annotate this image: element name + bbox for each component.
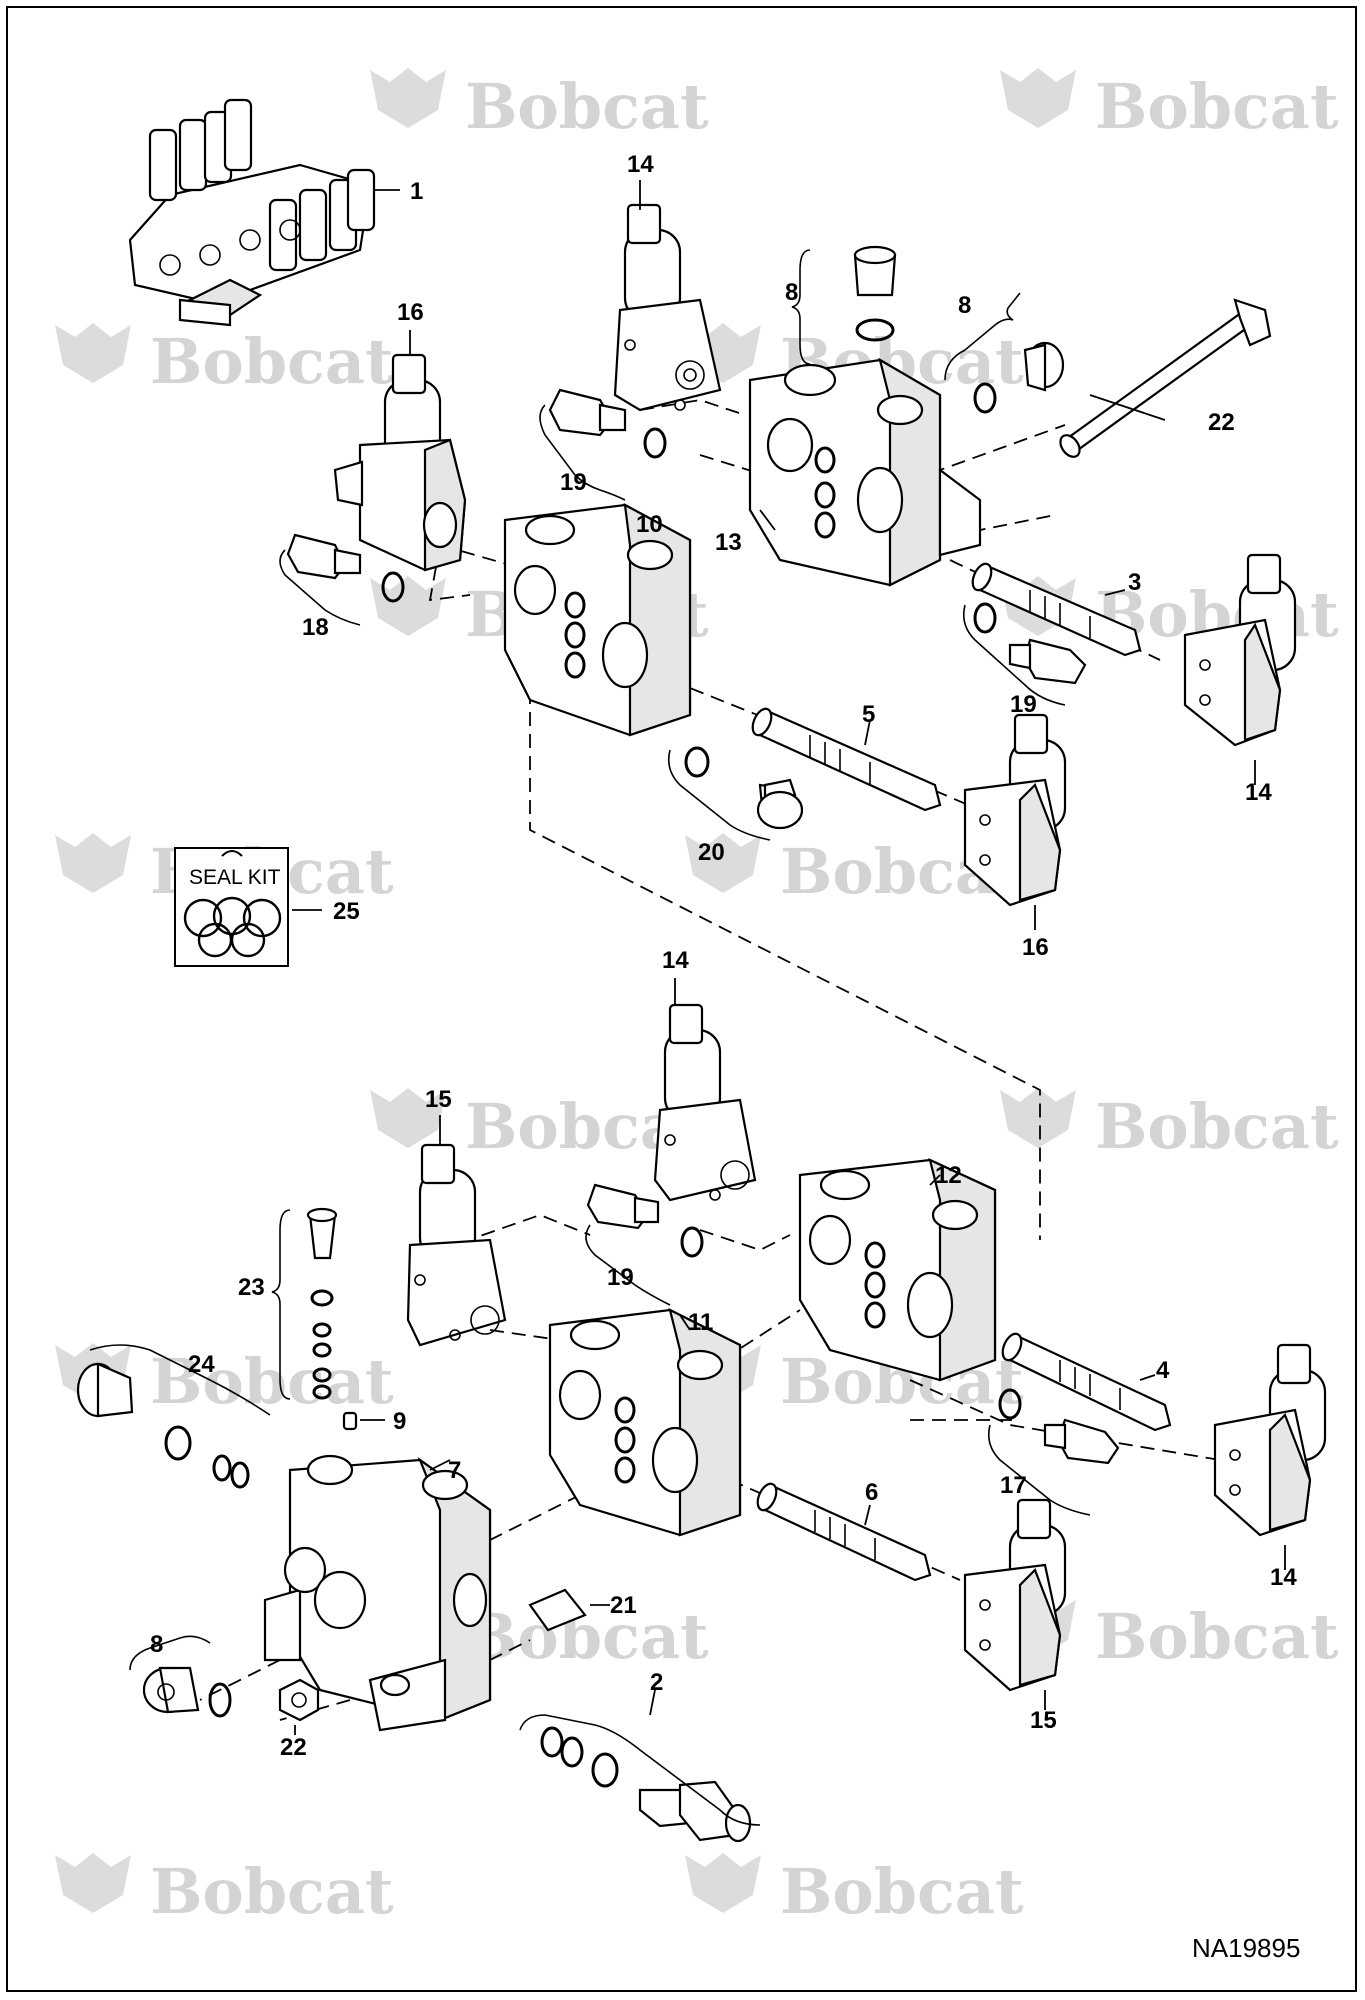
callout-11: 11 [688, 1309, 713, 1336]
callout-9: 9 [393, 1408, 406, 1435]
watermark: Bobcat [150, 1345, 394, 1418]
part-6-spool [756, 1482, 932, 1582]
part-14-solenoid-lower-right [1213, 1343, 1327, 1537]
part-4-spool [1001, 1332, 1172, 1432]
callout-15: 15 [1030, 1707, 1057, 1734]
watermark: Bobcat [150, 325, 394, 398]
callout-15: 15 [425, 1086, 452, 1113]
callout-6: 6 [865, 1479, 878, 1506]
callout-21: 21 [610, 1592, 637, 1619]
part-22-tie-bolt [1059, 298, 1272, 458]
diagram-code: NA19895 [1192, 1933, 1300, 1963]
callout-16: 16 [397, 299, 424, 326]
callout-5: 5 [862, 701, 875, 728]
callout-22: 22 [1208, 409, 1235, 436]
part-23-plug-stack [306, 1207, 338, 1400]
part-14-solenoid-lower [653, 1003, 757, 1202]
callout-1: 1 [410, 178, 423, 205]
part-19-relief-mid [973, 602, 1087, 685]
part-24-plug [76, 1362, 250, 1489]
part-11-valve-section [548, 1307, 742, 1537]
callout-19: 19 [607, 1264, 634, 1291]
part-19-relief-lower [586, 1183, 704, 1258]
callout-22: 22 [280, 1734, 307, 1761]
seal-kit-label: SEAL KIT [189, 866, 281, 889]
leader-lines [294, 180, 1286, 1735]
seal-kit-box: SEAL KIT 25 [174, 847, 360, 967]
part-21-cover-plate [528, 1588, 587, 1632]
part-16-solenoid-left [333, 353, 467, 572]
watermark: Bobcat [465, 70, 709, 143]
part-16-solenoid-bottom [963, 713, 1067, 907]
watermark: Bobcat [150, 1855, 394, 1928]
callout-13: 13 [715, 529, 742, 556]
watermark-group: Bobcat Bobcat Bobcat Bobcat Bobcat Bobca… [55, 68, 1339, 1928]
callout-8: 8 [150, 1631, 163, 1658]
callout-4: 4 [1156, 1357, 1170, 1384]
callout-20: 20 [698, 839, 725, 866]
callout-2: 2 [650, 1669, 663, 1696]
part-19-relief-top [548, 388, 667, 459]
callout-3: 3 [1128, 569, 1141, 596]
watermark: Bobcat [1095, 70, 1339, 143]
part-12-valve-section [798, 1158, 997, 1382]
callout-14: 14 [627, 151, 654, 178]
callout-labels: 1 14 16 8 8 22 19 10 13 3 18 14 19 5 20 … [150, 151, 1297, 1761]
watermark: Bobcat [465, 1600, 709, 1673]
part-2-relief-valve [540, 1726, 752, 1843]
watermark: Bobcat [780, 1855, 1024, 1928]
callout-7: 7 [448, 1457, 461, 1484]
callout-10: 10 [636, 511, 663, 538]
part-14-solenoid-top [613, 203, 722, 412]
watermark: Bobcat [1095, 1600, 1339, 1673]
part-9-orifice [342, 1411, 358, 1431]
callout-8: 8 [785, 279, 798, 306]
part-22-nut [278, 1678, 320, 1722]
part-7-inlet-section [263, 1454, 492, 1732]
callout-19: 19 [560, 469, 587, 496]
braces [89, 249, 1091, 1826]
part-8-plug-top [853, 245, 1065, 414]
part-17-relief [998, 1388, 1120, 1465]
part-15-solenoid-lower [963, 1498, 1067, 1692]
callout-14: 14 [662, 947, 689, 974]
part-13-valve-section [748, 357, 982, 587]
callout-14: 14 [1245, 779, 1272, 806]
part-5-spool [751, 707, 942, 812]
part-14-solenoid-right [1183, 553, 1297, 747]
callout-25: 25 [333, 898, 360, 925]
part-20-check [684, 746, 804, 830]
callout-23: 23 [238, 1274, 265, 1301]
callout-12: 12 [935, 1162, 962, 1189]
callout-16: 16 [1022, 934, 1049, 961]
callout-17: 17 [1000, 1472, 1027, 1499]
part-10-valve-section [503, 503, 692, 737]
part-8-plug-lower [142, 1666, 232, 1718]
watermark: Bobcat [1095, 1090, 1339, 1163]
part-1-valve-assembly [128, 98, 376, 327]
callout-14: 14 [1270, 1564, 1297, 1591]
callout-18: 18 [302, 614, 329, 641]
callout-24: 24 [188, 1351, 215, 1378]
callout-8: 8 [958, 292, 971, 319]
part-18-relief [286, 533, 405, 603]
part-3-spool [971, 562, 1142, 657]
part-15-solenoid-left [406, 1143, 507, 1347]
callout-19: 19 [1010, 691, 1037, 718]
